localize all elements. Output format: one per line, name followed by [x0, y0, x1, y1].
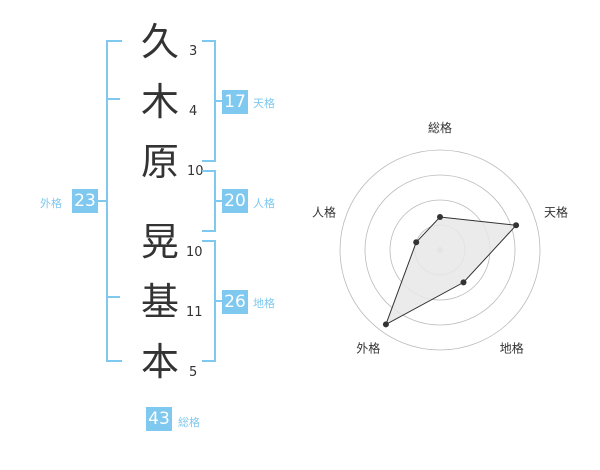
stroke-count: 3 [189, 44, 198, 59]
radar-axis-label: 地格 [500, 341, 524, 356]
tenkaku-label: 天格 [253, 97, 275, 110]
radar-point-4 [382, 321, 389, 328]
radar-area [384, 216, 518, 326]
radar-point-5 [413, 239, 420, 246]
bracket-connector [214, 200, 222, 202]
gaikaku-value: 23 [72, 189, 98, 213]
surname-char-1: 久 [140, 20, 179, 64]
stroke-count: 5 [189, 365, 198, 380]
gaikaku-bracket [106, 40, 122, 362]
radar-point-1 [437, 214, 443, 220]
jinkaku-value: 20 [222, 189, 248, 213]
radar-axis-label: 天格 [544, 204, 568, 219]
radar-point-3 [460, 279, 467, 286]
radar-axis-label: 外格 [356, 341, 380, 356]
stroke-count: 10 [187, 164, 204, 179]
bracket-connector [214, 300, 222, 302]
bracket-connector [98, 200, 108, 202]
radar-ring [364, 174, 516, 326]
bracket-connector [214, 100, 222, 102]
given-char-2: 基 [140, 280, 179, 324]
bracket-tick [106, 296, 120, 298]
gaikaku-label: 外格 [40, 197, 62, 210]
surname-char-2: 木 [140, 80, 179, 124]
radar-points [382, 214, 520, 328]
given-char-3: 本 [140, 340, 179, 384]
stroke-count: 11 [186, 305, 203, 320]
chikaku-value: 26 [222, 290, 248, 314]
surname-char-3: 原 [140, 140, 179, 184]
soukaku-value: 43 [146, 407, 172, 431]
radar-axis-label: 総格 [428, 120, 452, 135]
chikaku-label: 地格 [253, 297, 275, 310]
stroke-count: 4 [189, 104, 198, 119]
soukaku-label: 総格 [178, 416, 200, 429]
bracket-tick [106, 98, 120, 100]
radar-ring [339, 149, 541, 351]
radar-axis-label: 人格 [312, 204, 336, 219]
tenkaku-value: 17 [222, 90, 248, 114]
stroke-count: 10 [186, 245, 203, 260]
radar-point-2 [513, 222, 520, 229]
given-char-1: 晃 [140, 220, 179, 264]
jinkaku-label: 人格 [253, 197, 275, 210]
